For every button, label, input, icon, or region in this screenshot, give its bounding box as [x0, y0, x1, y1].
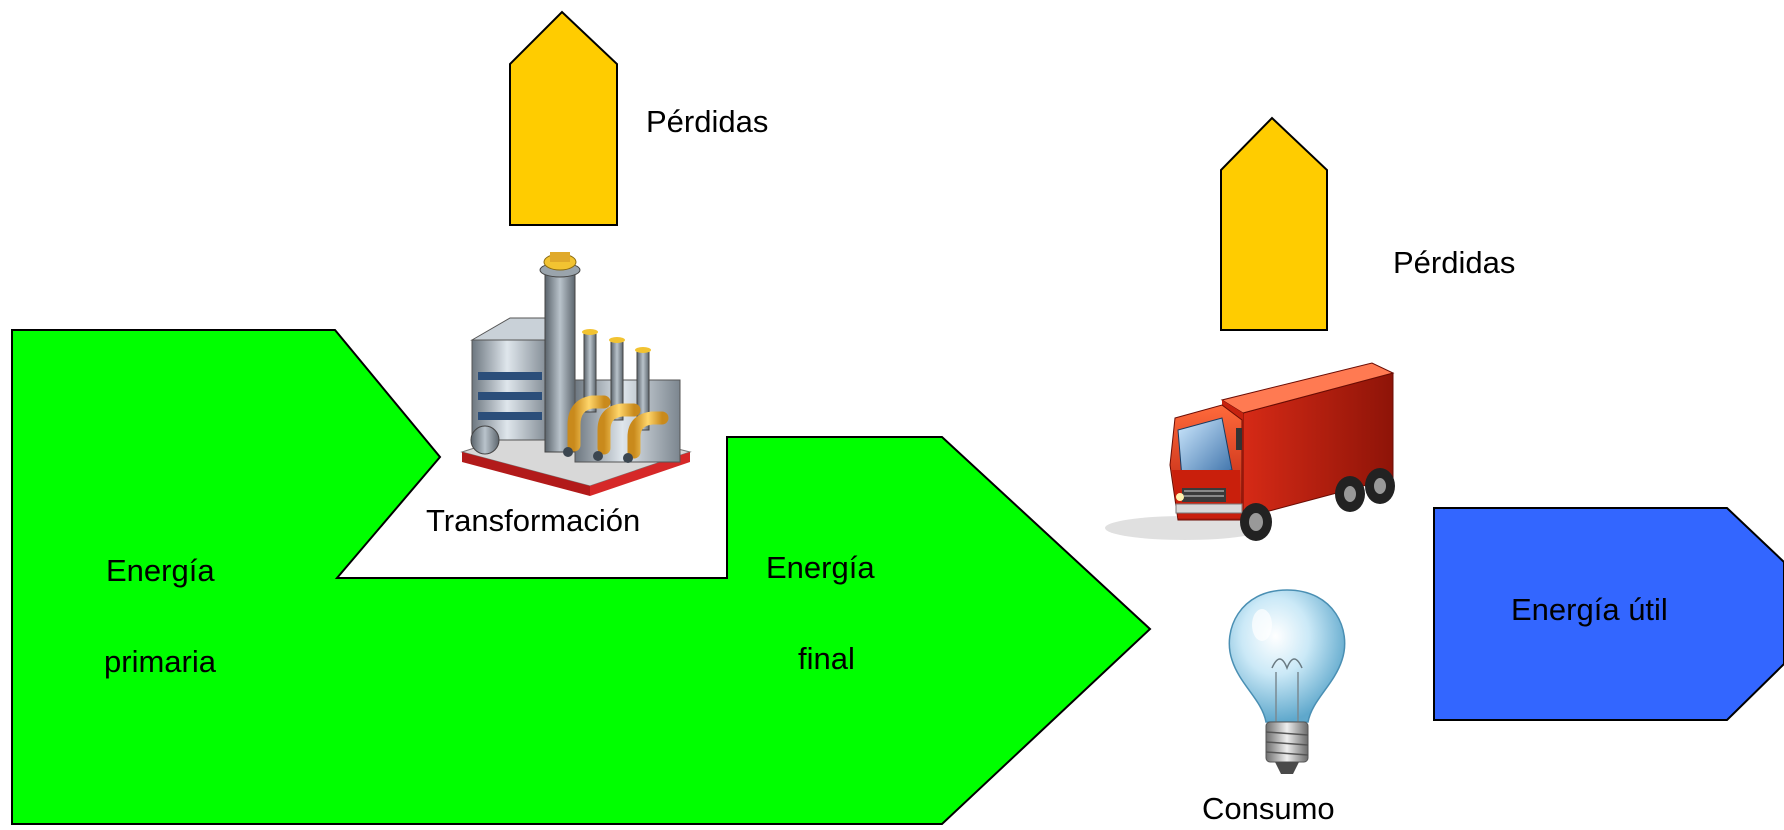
losses-consumption-label: Pérdidas [1393, 245, 1516, 280]
final-energy-line2: final [798, 641, 855, 676]
useful-energy-label: Energía útil [1511, 592, 1668, 627]
useful-energy-arrow [1433, 507, 1784, 721]
factory-icon [460, 252, 692, 496]
primary-energy-line1: Energía [106, 553, 215, 588]
transformation-label: Transformación [426, 503, 641, 538]
truck-icon [1105, 362, 1395, 541]
primary-energy-line2: primaria [104, 644, 216, 679]
losses-consumption-arrow [1220, 116, 1328, 331]
losses-transform-arrow [509, 10, 618, 226]
consumption-label: Consumo [1202, 791, 1335, 826]
lightbulb-icon [1228, 589, 1346, 774]
final-energy-line1: Energía [766, 550, 875, 585]
primary-final-energy-arrow [11, 329, 1152, 825]
losses-transform-label: Pérdidas [646, 104, 769, 139]
